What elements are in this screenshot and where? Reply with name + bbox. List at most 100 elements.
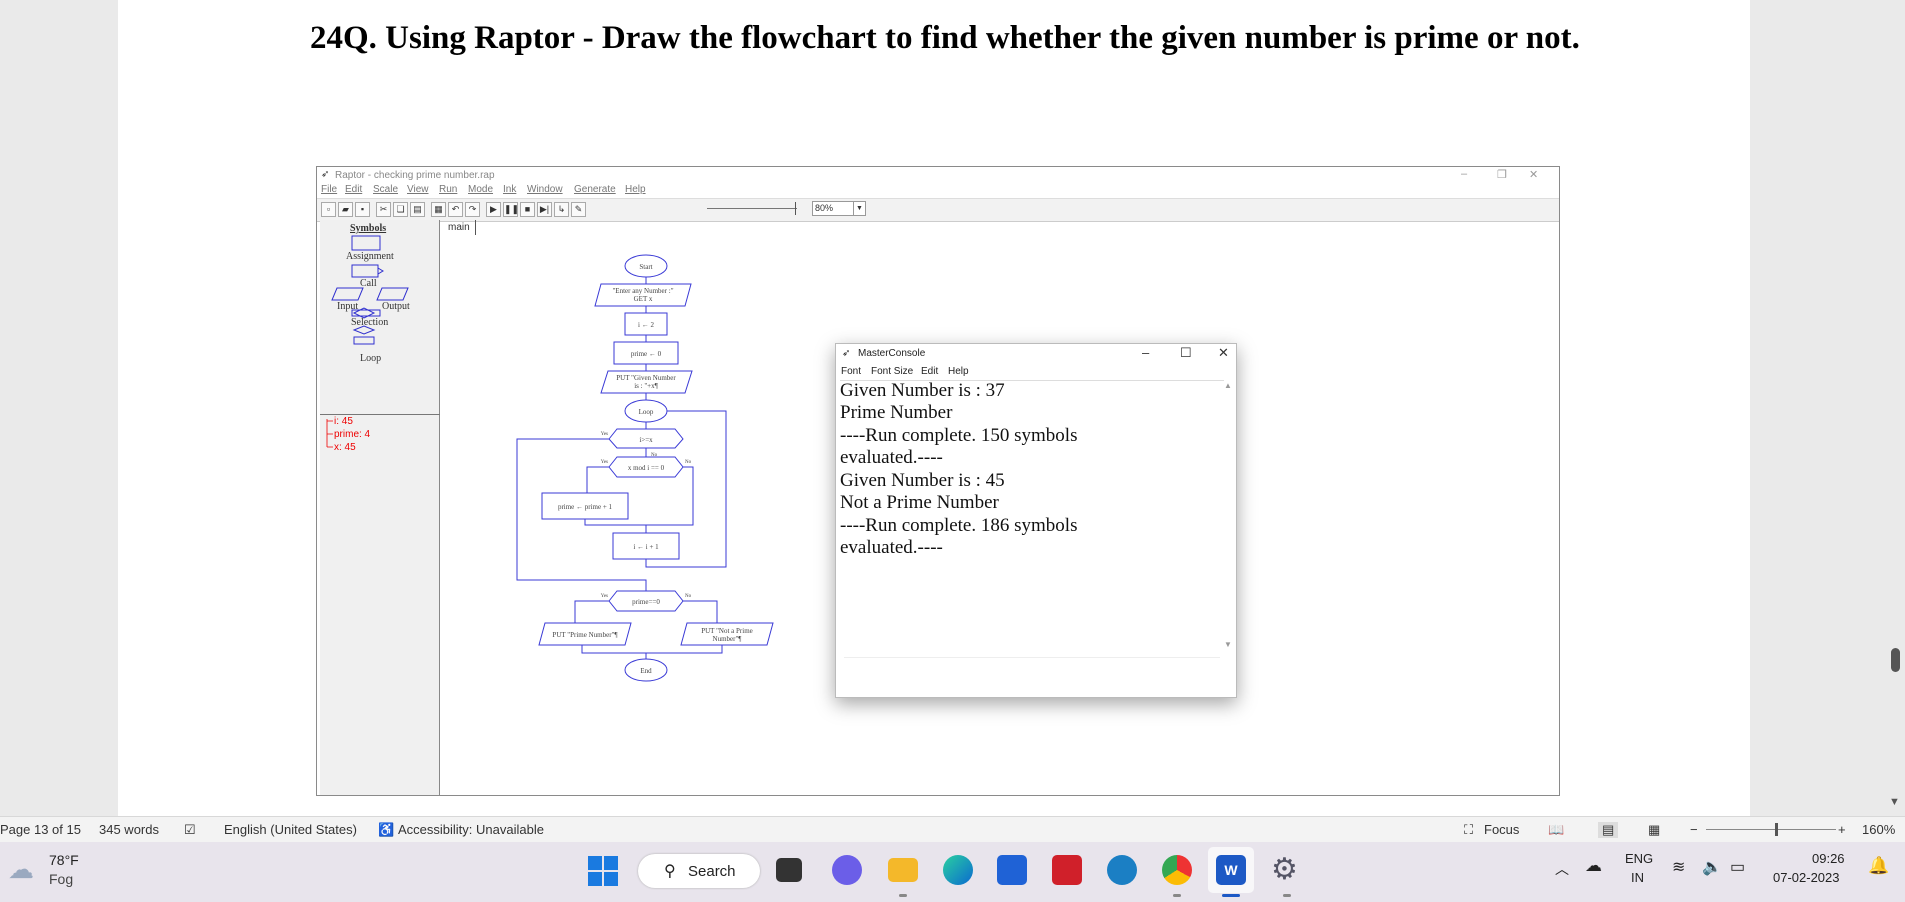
variables-tree	[326, 419, 333, 448]
chrome-browser-icon[interactable]	[1162, 855, 1192, 885]
zoom-in-icon[interactable]: +	[1838, 822, 1846, 837]
focus-icon[interactable]: ⛶	[1464, 822, 1474, 837]
fc-start: Start	[639, 263, 652, 271]
menu-edit: Edit	[345, 184, 363, 195]
console-menu-font: Font	[841, 366, 862, 377]
menu-help: Help	[625, 184, 646, 195]
menu-view: View	[407, 184, 429, 195]
fc-put-given-1: PUT "Given Number	[616, 374, 676, 382]
menu-file: File	[321, 184, 338, 195]
console-line: Given Number is : 45	[840, 470, 1005, 491]
fc-loop-no: No	[651, 453, 658, 458]
print-layout-icon[interactable]: ▤	[1598, 822, 1619, 838]
cut-icon: ✂	[376, 202, 391, 217]
console-menu-font-size: Font Size	[871, 366, 914, 377]
fc-assign-prime: prime ← 0	[631, 350, 662, 358]
running-indicator	[1173, 894, 1181, 897]
language-code[interactable]: ENG	[1625, 851, 1654, 866]
accessibility-icon[interactable]: ♿	[378, 822, 395, 837]
scroll-down-icon[interactable]: ▼	[1889, 796, 1900, 808]
stop-icon: ■	[520, 202, 535, 217]
minimize-icon: –	[1461, 168, 1468, 180]
zoom-select: 80% ▼	[812, 201, 866, 216]
dell-icon[interactable]	[1107, 855, 1137, 885]
taskbar-search-box[interactable]: ⚲ Search	[638, 854, 760, 888]
fc-prime-no: No	[685, 594, 692, 599]
weather-fog-icon[interactable]: ☁	[8, 854, 34, 884]
menu-mode: Mode	[468, 184, 494, 195]
console-scrollbar: ▲ ▼	[1222, 380, 1234, 652]
menu-window: Window	[527, 184, 563, 195]
fc-put-prime: PUT "Prime Number"¶	[552, 631, 618, 639]
settings-gear-icon[interactable]: ⚙	[1271, 853, 1298, 886]
fc-put-given-2: is : "+x¶	[634, 382, 658, 390]
chevron-down-icon: ▼	[853, 202, 865, 215]
clock-date[interactable]: 07-02-2023	[1773, 870, 1840, 885]
console-output: Given Number is : 37 Prime Number ----Ru…	[840, 380, 1224, 653]
document-scrollbar-thumb[interactable]	[1891, 648, 1900, 672]
wifi-icon[interactable]: ≋	[1672, 859, 1686, 876]
close-icon: ✕	[1218, 345, 1229, 360]
raptor-menubar: File Edit Scale View Run Mode Ink Window…	[317, 183, 1559, 197]
zoom-out-icon[interactable]: −	[1690, 822, 1698, 837]
language-region[interactable]: IN	[1631, 870, 1644, 885]
redo-icon: ↷	[465, 202, 480, 217]
page-count[interactable]: Page 13 of 15	[0, 822, 81, 837]
accessibility-status[interactable]: Accessibility: Unavailable	[398, 822, 544, 837]
zoom-value: 80%	[815, 203, 834, 213]
file-explorer-icon[interactable]	[888, 858, 918, 882]
copy-icon: ❏	[393, 202, 408, 217]
proofing-icon[interactable]: ☑	[184, 822, 196, 837]
raptor-window-title: Raptor - checking prime number.rap	[335, 170, 495, 181]
fc-input-get: GET x	[634, 295, 653, 303]
fc-cond-prime: prime==0	[632, 598, 660, 606]
fc-i-inc: i ← i + 1	[633, 543, 659, 551]
console-line: evaluated.----	[840, 537, 943, 558]
word-app-icon[interactable]: W	[1216, 855, 1246, 885]
save-icon: ▪	[355, 202, 370, 217]
console-menu-edit: Edit	[921, 366, 939, 377]
zoom-slider-thumb[interactable]	[1775, 823, 1778, 836]
step-into-icon: ↳	[554, 202, 569, 217]
variable-i: i: 45	[334, 416, 353, 427]
run-icon: ▶	[486, 202, 501, 217]
onedrive-cloud-icon[interactable]: ☁	[1585, 856, 1602, 875]
focus-button[interactable]: Focus	[1484, 822, 1520, 837]
master-console-window: ➶ MasterConsole – ☐ ✕ Font Font Size Edi…	[835, 343, 1237, 698]
fc-end: End	[640, 667, 652, 675]
zoom-level[interactable]: 160%	[1862, 822, 1896, 837]
task-view-icon[interactable]	[776, 858, 802, 882]
console-menu-help: Help	[948, 366, 969, 377]
symbol-assignment: Assignment	[346, 251, 394, 262]
weather-condition[interactable]: Fog	[49, 871, 74, 887]
fc-mod-no: No	[685, 460, 692, 465]
notifications-icon[interactable]: 🔔	[1868, 856, 1890, 875]
zoom-slider[interactable]	[1706, 829, 1836, 830]
edge-browser-icon[interactable]	[943, 855, 973, 885]
fc-input-prompt: "Enter any Number :"	[612, 287, 673, 295]
clock-time[interactable]: 09:26	[1812, 851, 1845, 866]
symbol-output: Output	[382, 301, 410, 312]
chevron-up-icon[interactable]: ︿	[1555, 861, 1569, 877]
search-icon: ⚲	[664, 863, 676, 880]
console-line: evaluated.----	[840, 447, 943, 468]
microsoft-store-icon[interactable]	[997, 855, 1027, 885]
teams-chat-icon[interactable]	[832, 855, 862, 885]
read-mode-icon[interactable]: 📖	[1548, 822, 1565, 837]
language-status[interactable]: English (United States)	[224, 822, 357, 837]
raptor-titlebar: ➶ Raptor - checking prime number.rap – ❐…	[317, 167, 1559, 183]
fc-cond-mod: x mod i == 0	[628, 464, 665, 472]
console-line: Not a Prime Number	[840, 492, 999, 513]
symbol-input: Input	[337, 301, 359, 312]
windows-start-icon[interactable]	[588, 856, 618, 886]
mcafee-icon[interactable]	[1052, 855, 1082, 885]
battery-icon[interactable]: ▭	[1730, 859, 1746, 876]
volume-icon[interactable]: 🔈	[1702, 859, 1722, 876]
weather-temperature[interactable]: 78°F	[49, 852, 79, 868]
menu-ink: Ink	[503, 184, 517, 195]
word-count[interactable]: 345 words	[99, 822, 159, 837]
pen-icon: ✎	[571, 202, 586, 217]
fc-loop-yes: Yes	[601, 432, 608, 437]
web-layout-icon[interactable]: ▦	[1648, 822, 1661, 837]
variable-prime: prime: 4	[334, 429, 371, 440]
